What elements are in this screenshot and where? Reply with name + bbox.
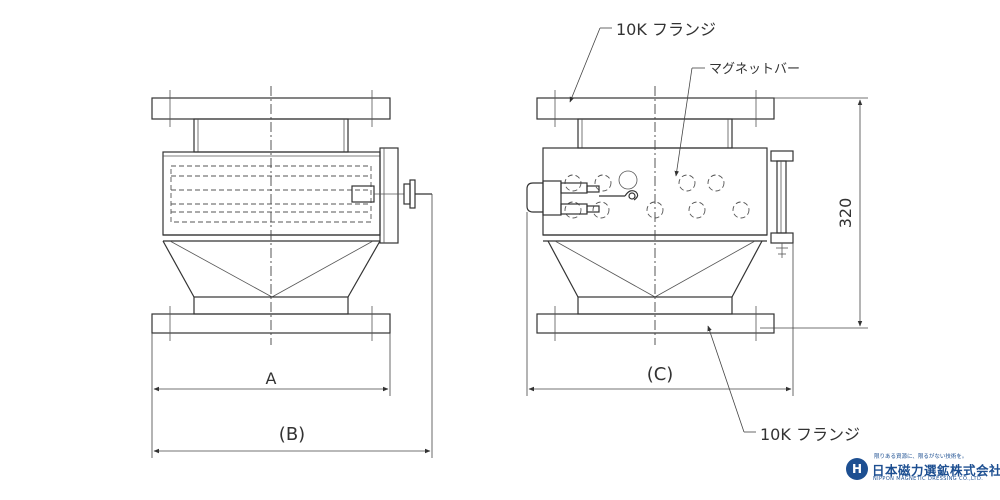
front-body [162,151,381,236]
logo-tagline: 限りある資源に、限るがない技術を。 [874,454,968,460]
company-logo: H 限りある資源に、限るがない技術を。 日本磁力選鉱株式会社 NIPPON MA… [846,452,1000,492]
side-top-flange [536,97,775,120]
magnet-bar-label: マグネットバー [709,62,800,77]
logo-company-name: 日本磁力選鉱株式会社 [872,463,1000,478]
magnet-bar-ends [564,174,750,219]
callout-top-flange: 10K フランジ [569,20,716,103]
side-handle [770,150,794,258]
side-bottom-flange [536,313,775,334]
side-view: (C) 320 [526,86,868,396]
front-side-door [379,147,399,244]
callout-magnet-bar: マグネットバー [674,62,800,177]
logo-english-name: NIPPON MAGNETIC DRESSING CO.,LTD. [873,476,984,482]
top-flange-label: 10K フランジ [616,20,716,39]
callout-bottom-flange: 10K フランジ [707,325,860,444]
dimension-height-label: 320 [836,198,855,229]
dimension-a-label: A [266,369,277,388]
clamp-mechanism [526,170,639,216]
bottom-flange-label: 10K フランジ [760,425,860,444]
front-view: A (B) [151,86,433,458]
dimension-c-label: (C) [647,364,674,385]
logo-mark-icon: H [846,458,868,480]
dimension-b-label: (B) [279,424,305,445]
